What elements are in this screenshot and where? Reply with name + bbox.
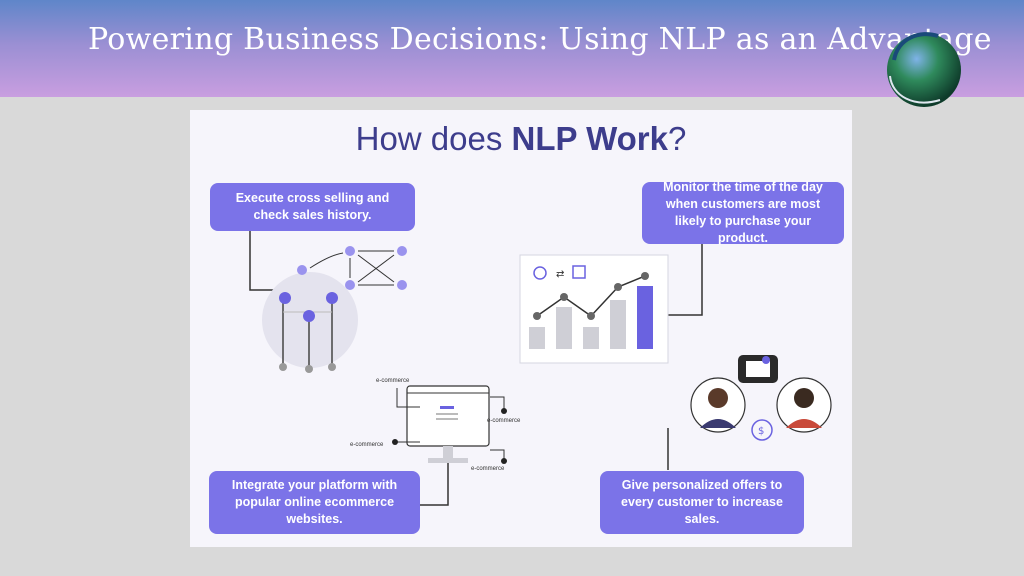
ecommerce-integration-graphic: e-commerce e-commerce e-commerce e-comme… [350, 378, 521, 472]
callout-integrate-platform: Integrate your platform with popular onl… [209, 471, 420, 534]
infographic-title: How does NLP Work? [355, 120, 687, 157]
svg-text:$: $ [758, 426, 764, 437]
ecommerce-label: e-commerce [350, 442, 384, 448]
callout-personalized-offers: Give personalized offers to every custom… [600, 471, 804, 534]
sphere-logo-icon [887, 32, 961, 107]
title-banner: Powering Business Decisions: Using NLP a… [0, 0, 1024, 97]
infographic-art: ⇄ [249, 230, 832, 506]
connector-line [249, 230, 278, 291]
purchase-time-chart: ⇄ [519, 254, 669, 364]
sales-history-graphic [262, 246, 407, 373]
dollar-icon [751, 419, 773, 441]
callout-monitor-time: Monitor the time of the day when custome… [642, 180, 844, 245]
nlp-infographic: How does NLP Work? [190, 110, 852, 547]
basket-icon [572, 265, 586, 279]
connector-line [668, 240, 703, 316]
ecommerce-label: e-commerce [376, 378, 410, 384]
ecommerce-label: e-commerce [471, 466, 505, 472]
ecommerce-label: e-commerce [487, 418, 521, 424]
clock-icon [533, 266, 547, 280]
connector-line [420, 460, 449, 506]
exchange-icon: ⇄ [556, 269, 564, 280]
page-title: Powering Business Decisions: Using NLP a… [88, 22, 992, 57]
personalized-offers-graphic: $ [690, 355, 832, 441]
callout-cross-selling: Execute cross selling and check sales hi… [210, 183, 415, 231]
